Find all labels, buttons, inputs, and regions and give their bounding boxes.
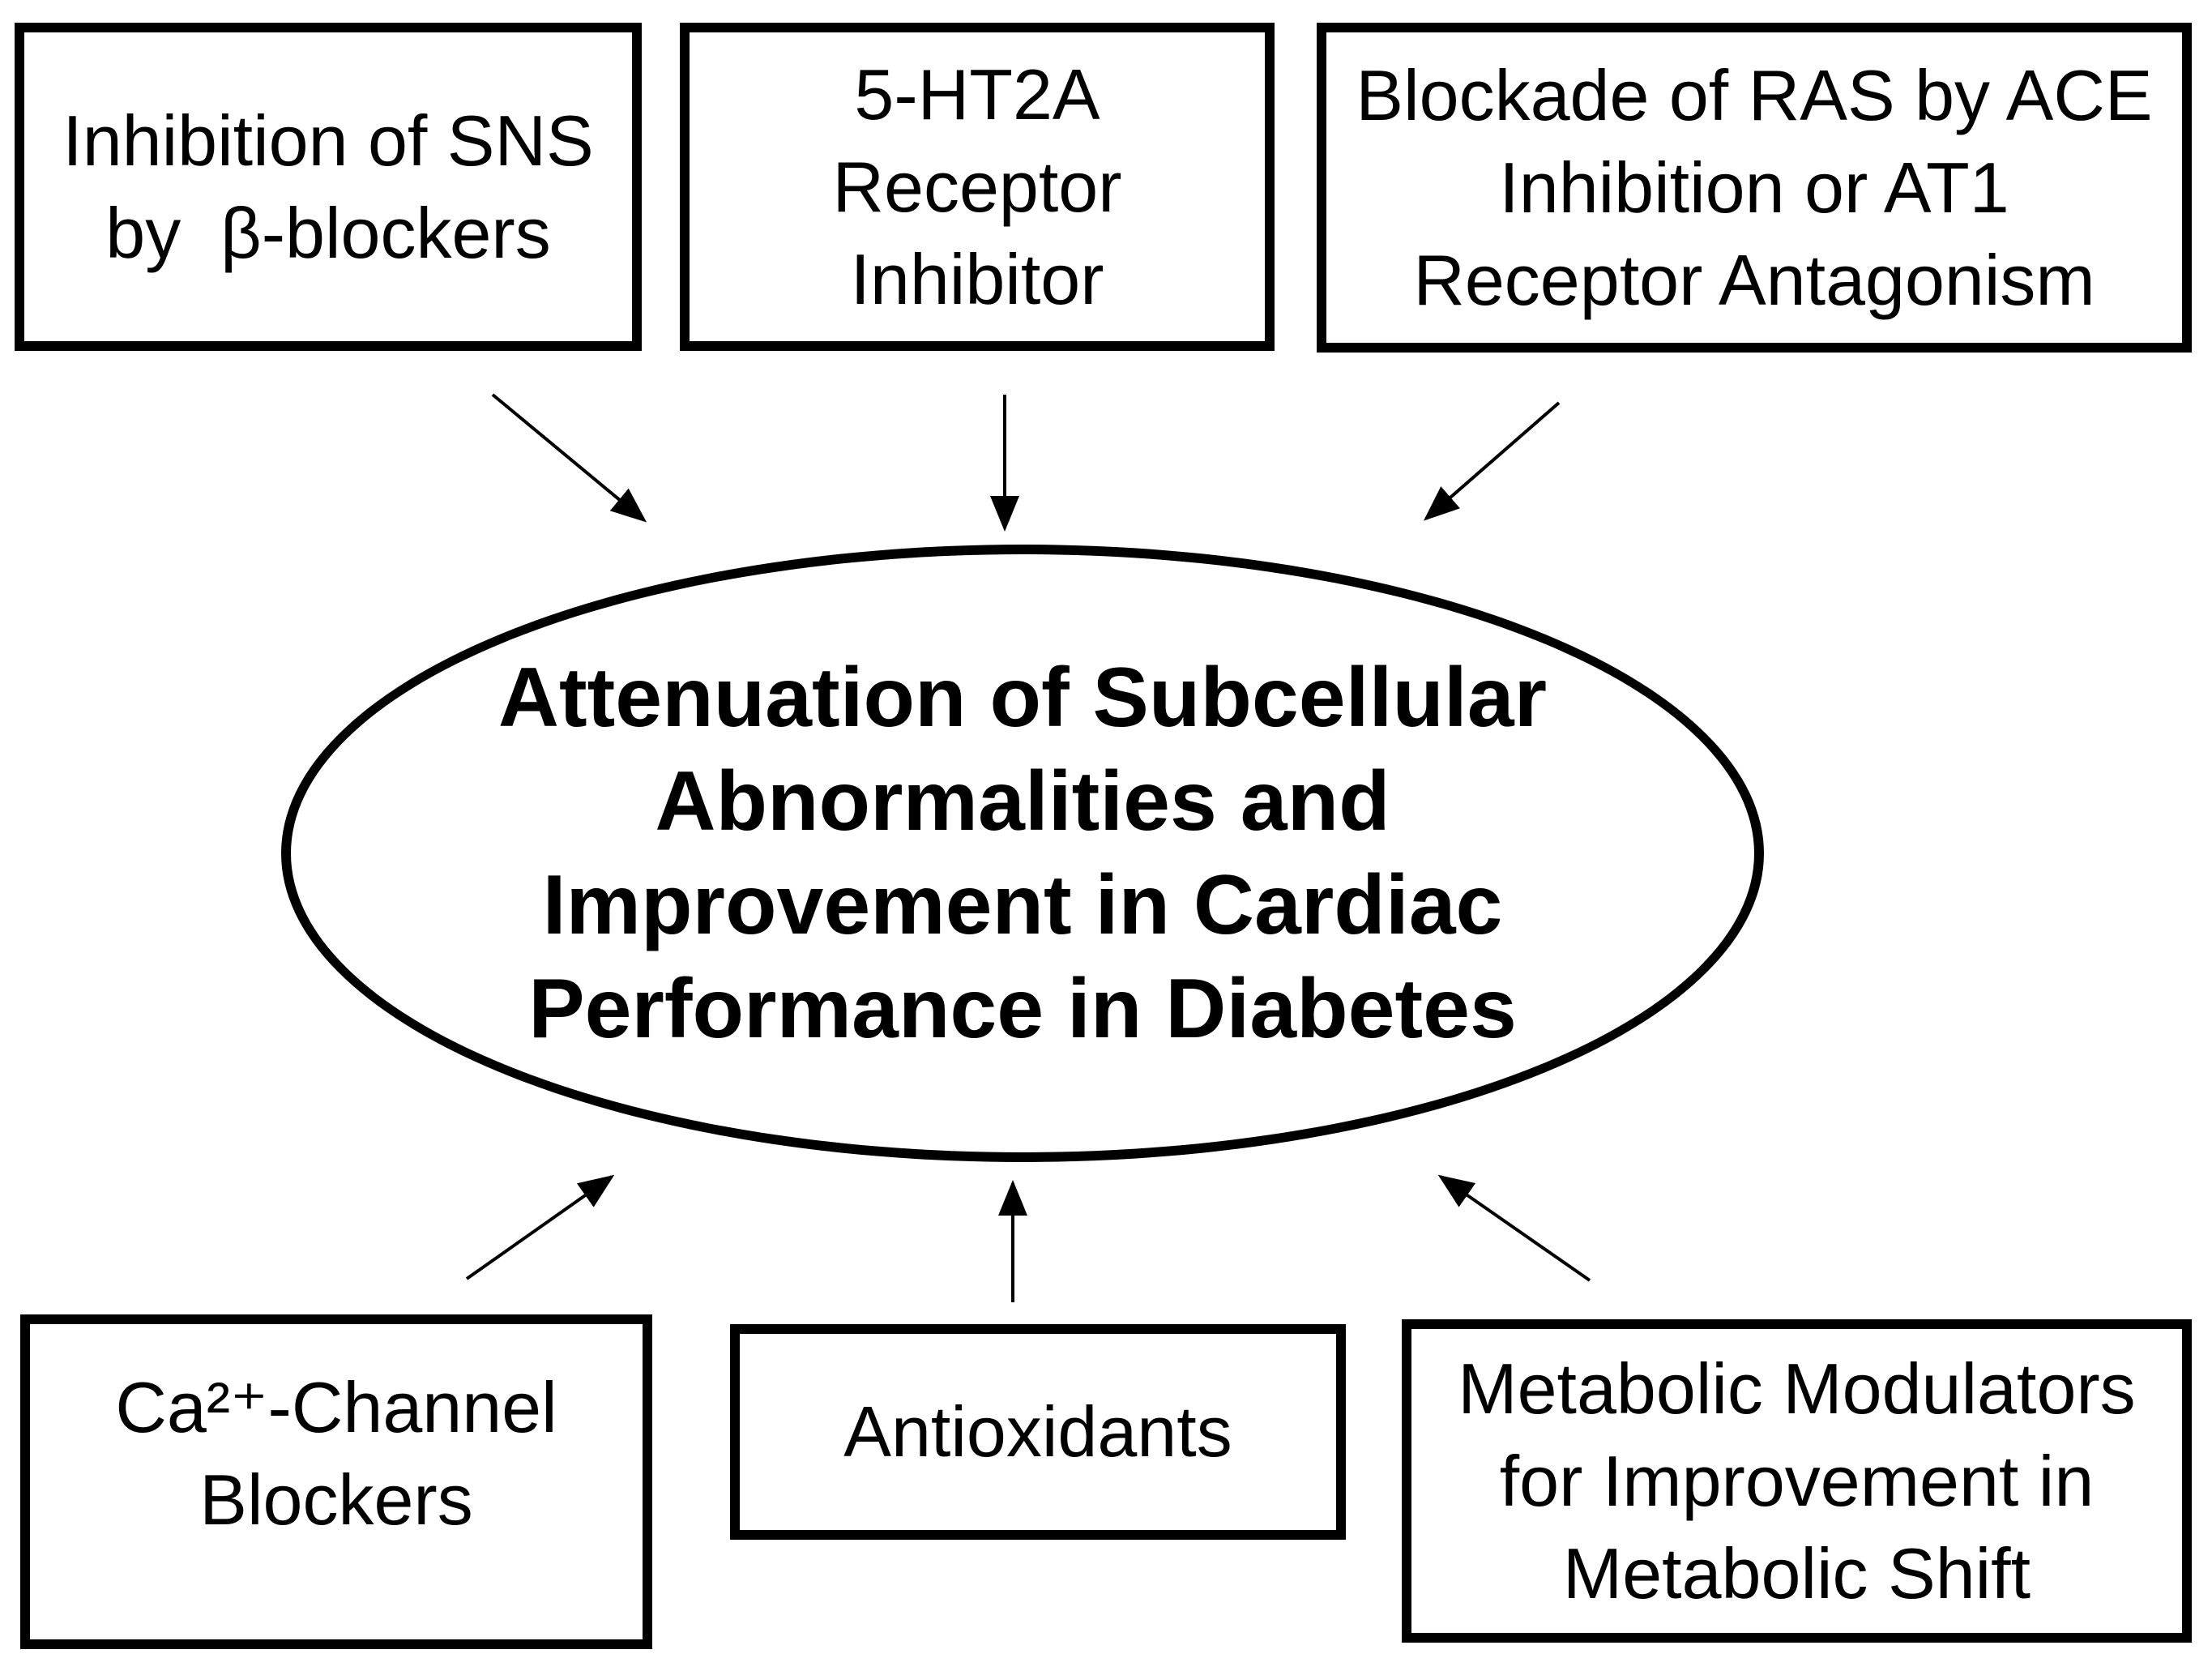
text-line: Attenuation of Subcellular	[497, 651, 1548, 745]
text-line: Blockers	[199, 1459, 473, 1540]
box-antioxidants: Antioxidants	[730, 1324, 1346, 1540]
text-line: for Improvement in	[1499, 1440, 2095, 1521]
box-inhibition-sns: Inhibition of SNS by β-blockers	[15, 23, 642, 351]
box-ca-channel-blockers: Ca²⁺-Channel Blockers	[20, 1314, 652, 1649]
text-line: Metabolic Shift	[1562, 1532, 2031, 1613]
text-line: 5-HT2A	[854, 53, 1100, 135]
text-line: Antioxidants	[843, 1391, 1232, 1472]
text-line: Improvement in Cardiac	[542, 858, 1503, 952]
text-line: Metabolic Modulators	[1458, 1348, 2136, 1429]
text-line: Performance in Diabetes	[528, 962, 1517, 1056]
text-line: Inhibition of SNS	[62, 100, 594, 181]
text-line: Blockade of RAS by ACE	[1356, 54, 2153, 135]
arrow-bottom-left-to-center	[465, 1174, 615, 1280]
text-line: Receptor	[832, 146, 1122, 227]
arrow-top-left-to-center	[491, 393, 647, 523]
arrow-bottom-right-to-center	[1437, 1174, 1591, 1282]
text-line: Inhibition or AT1	[1499, 147, 2009, 228]
text-line: Inhibitor	[850, 238, 1104, 319]
text-line: Receptor Antagonism	[1413, 239, 2095, 320]
text-line: Ca²⁺-Channel	[115, 1366, 557, 1447]
box-ras-blockade: Blockade of RAS by ACE Inhibition or AT1…	[1317, 23, 2192, 353]
center-ellipse-attenuation: Attenuation of Subcellular Abnormalities…	[281, 545, 1764, 1162]
box-metabolic-modulators: Metabolic Modulators for Improvement in …	[1402, 1319, 2192, 1643]
text-line: Abnormalities and	[655, 754, 1390, 848]
arrow-top-right-to-center	[1423, 401, 1561, 521]
text-line: by β-blockers	[105, 192, 551, 273]
box-5ht2a-receptor-inhibitor: 5-HT2A Receptor Inhibitor	[680, 23, 1275, 351]
